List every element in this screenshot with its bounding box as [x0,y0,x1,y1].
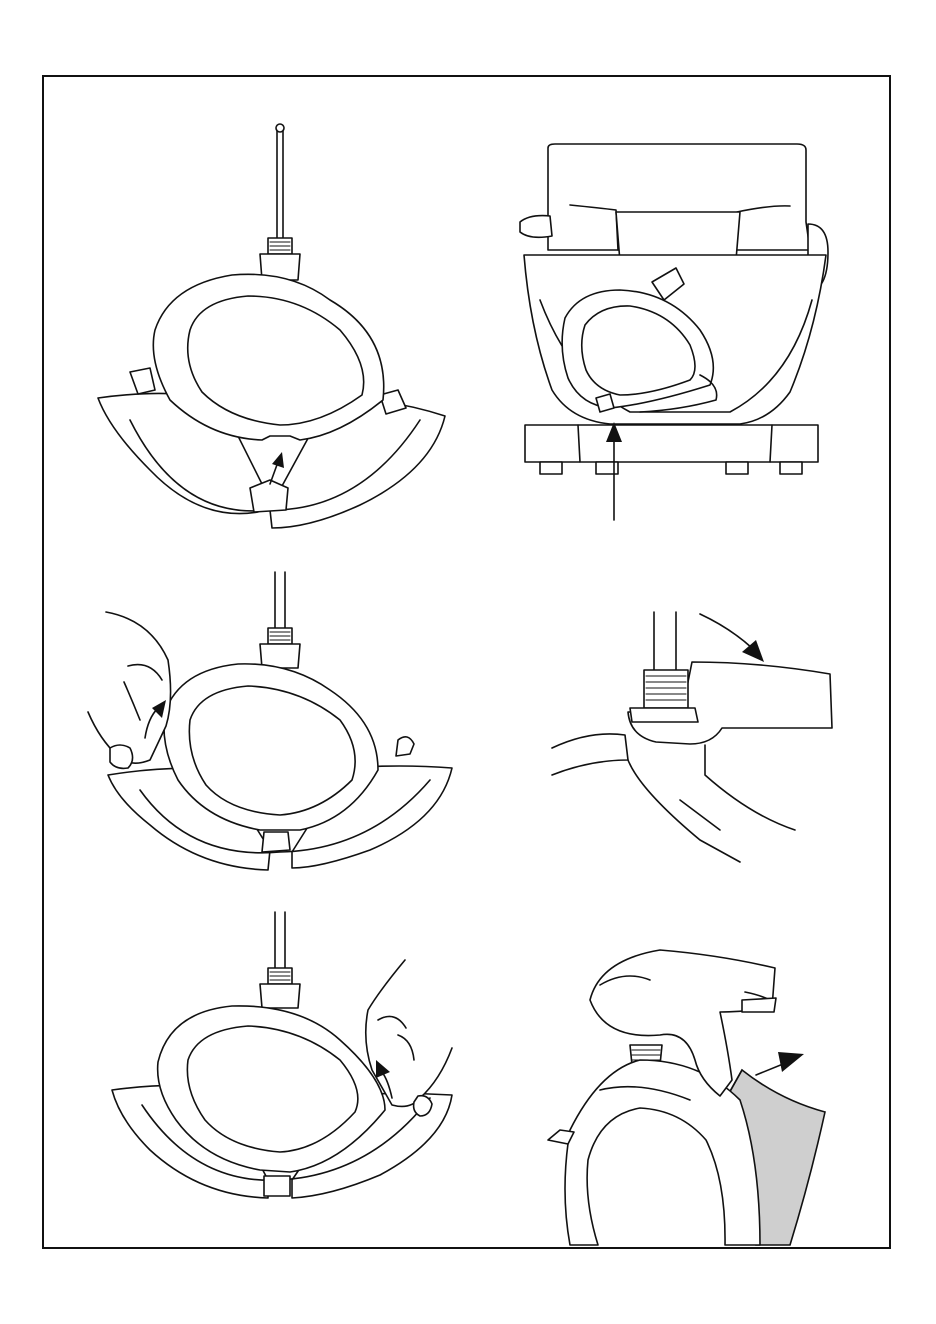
panel-tighten-nut-with-spanner [552,612,832,862]
beater-icon [153,124,383,440]
panel-clip-scraper-left-hand [88,572,452,870]
pull-arrow-icon [756,1052,804,1075]
panel-pull-scraper-off [548,950,825,1245]
beater-icon [158,912,385,1172]
bowl-rim [552,734,795,862]
rotate-arrow-icon [700,614,764,662]
push-up-arrow-icon [270,452,284,484]
panel-clip-scraper-right-hand [112,912,452,1198]
hand-icon [88,612,171,768]
nut-icon [630,612,698,722]
mixer-feet [540,462,802,474]
panel-beater-in-mixer-bowl [520,144,828,520]
beater-icon [164,572,378,830]
panel-mount-scraper-on-beater [98,124,445,528]
